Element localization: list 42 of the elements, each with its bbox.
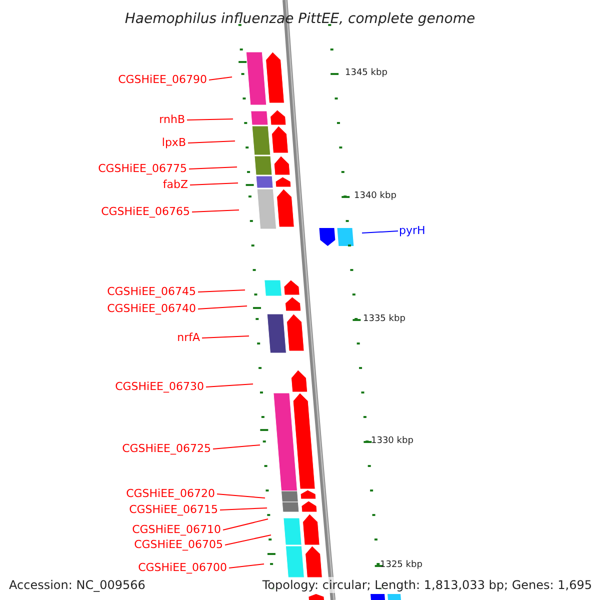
leader-line bbox=[206, 384, 254, 388]
genome-info-text: Topology: circular; Length: 1,813,033 bp; Genes: 1,695 bbox=[262, 577, 592, 593]
leader-line bbox=[190, 182, 238, 186]
gene-label: CGSHiEE_06700 bbox=[138, 560, 227, 576]
gene-label: CGSHiEE_06790 bbox=[118, 72, 207, 88]
gene-label: CGSHiEE_06705 bbox=[134, 537, 223, 553]
leader-line bbox=[198, 290, 246, 292]
accession-text: Accession: NC_009566 bbox=[9, 577, 146, 593]
leader-line bbox=[228, 564, 264, 568]
gene-label: CGSHiEE_06740 bbox=[107, 301, 196, 317]
gene-label: CGSHiEE_06765 bbox=[101, 204, 190, 220]
leader-line bbox=[212, 444, 260, 450]
leader-line bbox=[216, 494, 266, 498]
leader-line bbox=[198, 306, 248, 310]
leader-line bbox=[220, 508, 268, 510]
leader-line bbox=[224, 534, 272, 546]
leader-line bbox=[188, 166, 238, 170]
leader-line bbox=[362, 230, 398, 234]
position-label: 1330 kbp bbox=[371, 435, 414, 447]
position-label: 1335 kbp bbox=[363, 313, 406, 325]
gene-label: CGSHiEE_06725 bbox=[122, 441, 211, 457]
leader-line bbox=[192, 210, 240, 212]
map-title: Haemophilus influenzae PittEE, complete genome bbox=[124, 10, 476, 29]
gene-label: CGSHiEE_06710 bbox=[132, 522, 221, 538]
leader-line bbox=[222, 518, 268, 530]
gene-label: CGSHiEE_06720 bbox=[126, 486, 215, 502]
gene-label: rnhB bbox=[159, 112, 185, 128]
gene-label: CGSHiEE_06730 bbox=[115, 379, 204, 395]
leader-line bbox=[202, 336, 250, 338]
position-label: 1325 kbp bbox=[380, 559, 422, 571]
gene-label: fabZ bbox=[162, 177, 188, 193]
leader-line bbox=[186, 118, 234, 120]
leader-line bbox=[188, 140, 236, 144]
gene-label: CGSHiEE_06745 bbox=[107, 284, 196, 300]
position-label: 1340 kbp bbox=[354, 190, 396, 202]
position-label: 1345 kbp bbox=[345, 67, 388, 79]
gene-label: pyrH bbox=[399, 223, 426, 239]
gene-label: nrfA bbox=[177, 330, 200, 346]
gene-label: lpxB bbox=[162, 135, 186, 151]
gene-label: CGSHiEE_06775 bbox=[98, 161, 187, 177]
leader-line bbox=[208, 76, 232, 80]
gene-label: CGSHiEE_06715 bbox=[129, 502, 218, 518]
